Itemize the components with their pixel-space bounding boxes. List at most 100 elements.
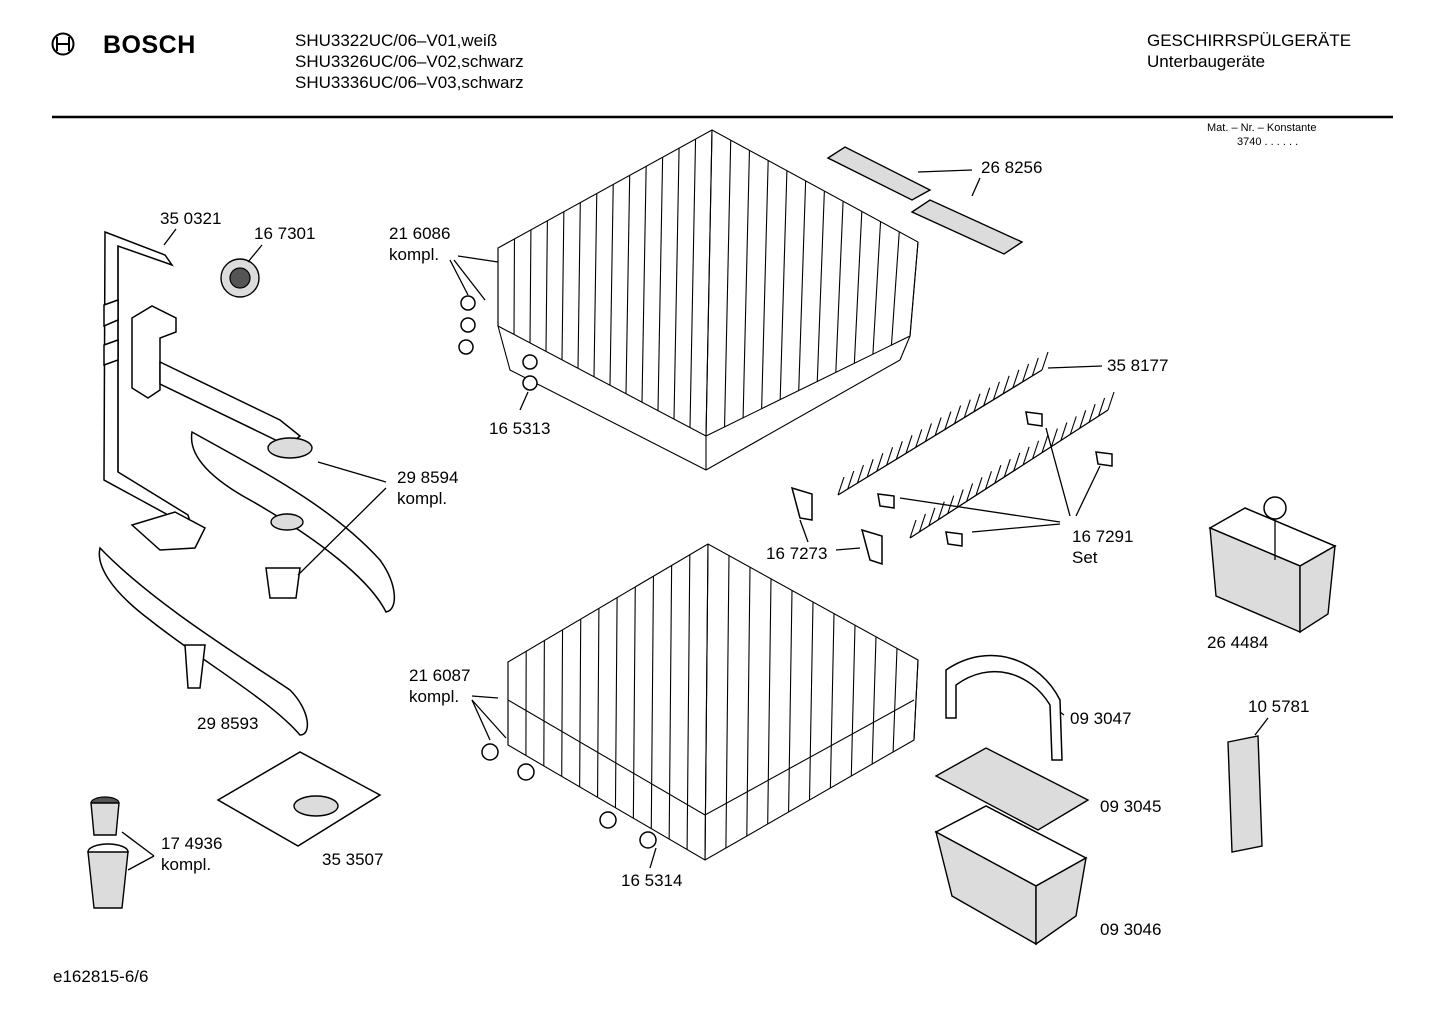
rack-wire	[850, 625, 856, 777]
material-constant: Mat. – Nr. – Konstante 3740 . . . . . .	[1207, 121, 1316, 149]
material-constant-label: Mat. – Nr. – Konstante	[1207, 122, 1317, 134]
filter-drawing	[87, 796, 129, 909]
rack-wire	[725, 555, 730, 849]
part-label-093045: 09 3045	[1100, 796, 1161, 817]
tine	[1031, 357, 1039, 377]
tine	[956, 489, 964, 508]
tine	[1069, 416, 1077, 435]
tine	[1088, 404, 1096, 423]
material-constant-value: 3740 . . . . . .	[1237, 136, 1299, 148]
tine	[1012, 369, 1020, 389]
rack-wire	[723, 140, 732, 427]
tine	[895, 441, 903, 460]
rack-wire	[609, 184, 614, 386]
part-note: kompl.	[409, 687, 460, 706]
tine	[1079, 410, 1087, 429]
rack-wire	[596, 608, 600, 798]
rack-wire	[561, 629, 564, 777]
tine	[928, 507, 936, 526]
tine	[866, 458, 874, 478]
part-number: 21 6087	[409, 666, 471, 685]
rack-wire	[746, 567, 751, 837]
rack-wire	[816, 191, 825, 382]
category-block: GESCHIRRSPÜLGERÄTE Unterbaugeräte	[1147, 30, 1351, 72]
part-label-298593: 29 8593	[197, 713, 258, 734]
part-number: 29 8594	[397, 468, 459, 487]
tine	[954, 405, 962, 424]
part-number: 35 8177	[1107, 356, 1169, 375]
document-code: e162815-6/6	[53, 967, 149, 986]
tine	[1013, 452, 1021, 472]
spray-head-drawing	[220, 258, 260, 298]
model-line: SHU3336UC/06–V03,schwarz	[295, 73, 524, 92]
tine	[973, 393, 981, 412]
part-label-350321: 35 0321	[160, 208, 221, 229]
rack-wire	[650, 576, 655, 829]
tine-clips-drawing	[790, 411, 1113, 566]
rack-wire	[853, 211, 863, 364]
small-basket-drawing	[934, 654, 1090, 946]
tine	[947, 495, 955, 514]
rack-wire	[657, 157, 664, 411]
rack-wire	[625, 175, 631, 394]
part-number: 09 3045	[1100, 797, 1162, 816]
rack-wire	[545, 220, 548, 352]
rack-wire	[909, 241, 919, 337]
rack-wire	[767, 578, 772, 825]
part-label-358177: 35 8177	[1107, 355, 1168, 376]
tine	[847, 470, 855, 490]
part-label-167301: 16 7301	[254, 223, 315, 244]
tine	[983, 387, 991, 406]
rack-wire	[872, 221, 882, 355]
part-number: 16 7291	[1072, 527, 1134, 546]
part-number: 16 5313	[489, 419, 551, 438]
tine-rows-drawing	[837, 351, 1115, 539]
rack-wire	[614, 597, 618, 808]
basket-insert-drawing	[1227, 735, 1263, 853]
tine	[876, 453, 884, 472]
part-number: 09 3046	[1100, 920, 1162, 939]
part-number: 35 3507	[322, 850, 384, 869]
tine	[1098, 397, 1106, 417]
part-label-353507: 35 3507	[322, 849, 383, 870]
upper-spray-arm-drawing	[190, 430, 396, 613]
rack-wire	[543, 640, 545, 766]
part-label-216087: 21 6087 kompl.	[409, 665, 470, 707]
cutlery-basket-drawing	[1208, 496, 1337, 634]
rack-wire	[829, 613, 835, 789]
leader-lines	[121, 169, 1269, 871]
part-label-165314: 16 5314	[621, 870, 682, 891]
tine	[1002, 375, 1010, 394]
part-note: Set	[1072, 548, 1098, 567]
rack-wire	[579, 619, 582, 787]
tine	[924, 423, 932, 442]
rack-rollers-drawing	[458, 295, 657, 849]
rack-wire	[529, 229, 532, 343]
model-line: SHU3322UC/06–V01,weiß	[295, 31, 498, 50]
part-label-167273: 16 7273	[766, 543, 827, 564]
tine	[856, 464, 864, 484]
part-number: 16 5314	[621, 871, 683, 890]
rack-wire	[705, 129, 713, 437]
part-label-268256: 26 8256	[981, 157, 1042, 178]
rack-wire	[577, 202, 581, 369]
tine	[1107, 391, 1115, 411]
part-number: 29 8593	[197, 714, 259, 733]
tine	[992, 381, 1000, 400]
rack-wire	[779, 170, 788, 400]
tine	[1041, 351, 1049, 371]
part-number: 17 4936	[161, 834, 223, 853]
part-label-264484: 26 4484	[1207, 632, 1268, 653]
rack-wire	[871, 636, 877, 765]
part-label-093047: 09 3047	[1070, 708, 1131, 729]
rack-wire	[808, 601, 814, 801]
tine	[1032, 440, 1040, 459]
tine	[1022, 363, 1030, 383]
part-number: 35 0321	[160, 209, 222, 228]
part-note: kompl.	[389, 245, 440, 264]
